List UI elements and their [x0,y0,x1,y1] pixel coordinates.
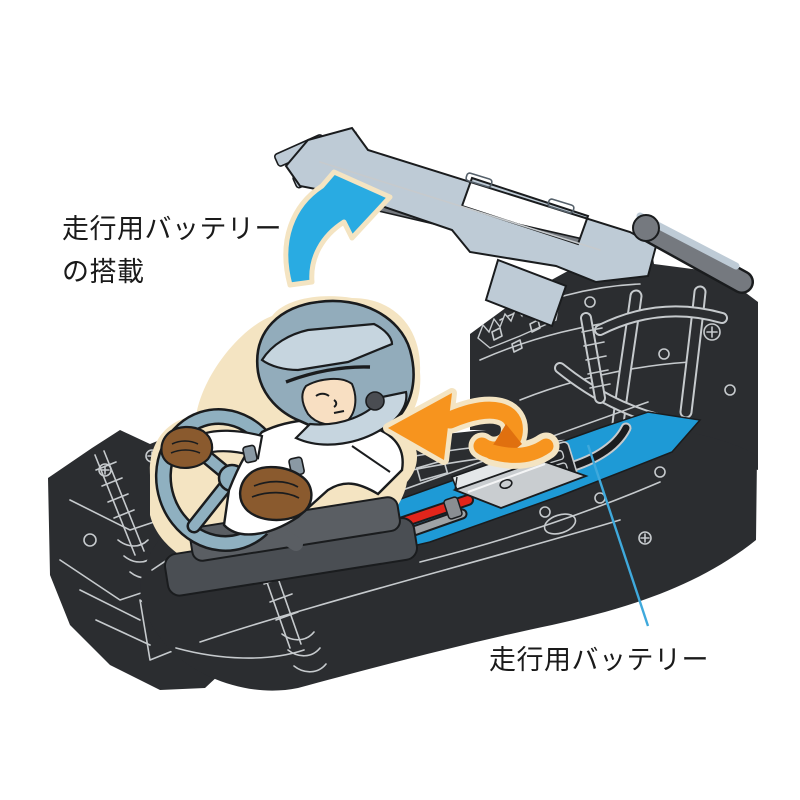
step-caption: 走行用バッテリー の搭載 [62,208,282,294]
step-caption-line1: 走行用バッテリー [62,214,282,244]
driver-figure [149,296,421,597]
rear-shock [580,312,611,404]
battery-label: 走行用バッテリー [489,645,709,675]
driver-gloves [160,425,313,522]
insert-arrow-icon [383,388,560,469]
battery-leader-line [586,444,650,627]
step-caption-line2: の搭載 [62,257,145,287]
battery-holder-raised [273,126,754,328]
lift-arrow-icon [283,169,393,288]
driver-helmet [255,299,415,446]
